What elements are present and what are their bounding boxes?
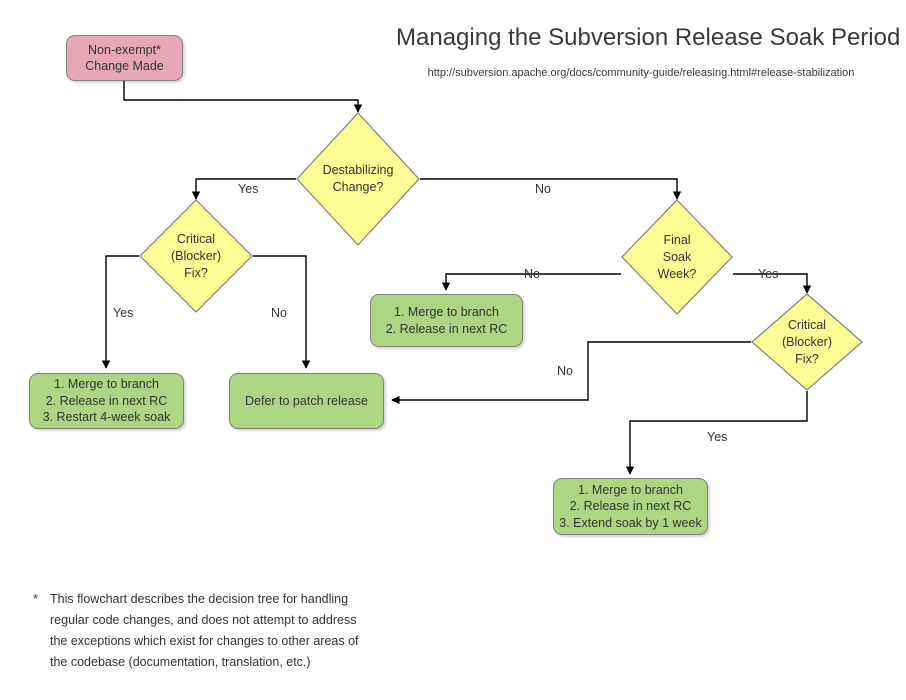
node-line: 1. Merge to branch bbox=[54, 377, 159, 392]
footnote-line: This flowchart describes the decision tr… bbox=[50, 592, 349, 606]
diamond-shape bbox=[751, 293, 863, 391]
edge-label-critical-left-yes: Yes bbox=[113, 306, 134, 320]
node-line: Defer to patch release bbox=[245, 393, 368, 408]
node-line: 3. Extend soak by 1 week bbox=[559, 515, 702, 530]
edge-label-final-soak-no: No bbox=[524, 267, 540, 281]
node-line: Soak bbox=[662, 249, 692, 264]
edge-start-to-destabilizing bbox=[123, 81, 363, 113]
node-line: 1. Merge to branch bbox=[578, 482, 683, 497]
footnote-line: regular code changes, and does not attem… bbox=[50, 613, 357, 627]
node-merge-release-extend-soak[interactable]: 1. Merge to branch 2. Release in next RC… bbox=[553, 478, 708, 535]
node-line: 1. Merge to branch bbox=[394, 305, 499, 319]
node-line: 2. Release in next RC bbox=[45, 393, 168, 408]
edge-label-final-soak-yes: Yes bbox=[758, 267, 779, 281]
edge-label-destabilizing-yes: Yes bbox=[238, 182, 259, 196]
edge-label-critical-left-no: No bbox=[271, 306, 287, 320]
node-critical-blocker-fix-right[interactable]: Critical (Blocker) Fix? bbox=[751, 293, 863, 391]
node-line: 2. Release in next RC bbox=[569, 499, 692, 514]
diamond-shape bbox=[139, 199, 253, 313]
node-line: Fix? bbox=[795, 351, 819, 366]
footnote-line: the exceptions which exist for changes t… bbox=[50, 634, 359, 648]
node-line: Non-exempt* bbox=[88, 42, 161, 57]
node-line: Week? bbox=[657, 266, 697, 281]
node-merge-release[interactable]: 1. Merge to branch 2. Release in next RC bbox=[370, 294, 523, 347]
footnote: * This flowchart describes the decision … bbox=[33, 589, 463, 673]
page-title: Managing the Subversion Release Soak Per… bbox=[396, 24, 901, 51]
edge-label-destabilizing-no: No bbox=[535, 182, 551, 196]
footnote-marker: * bbox=[33, 592, 38, 606]
node-destabilizing-change[interactable]: Destabilizing Change? bbox=[296, 112, 420, 246]
node-line: Critical bbox=[787, 317, 827, 332]
node-line: 3. Restart 4-week soak bbox=[42, 410, 171, 425]
node-line: Fix? bbox=[184, 265, 208, 280]
diamond-shape bbox=[621, 199, 733, 315]
node-line: 2. Release in next RC bbox=[385, 321, 508, 336]
node-line: Critical bbox=[176, 231, 216, 246]
source-url: http://subversion.apache.org/docs/commun… bbox=[427, 67, 855, 79]
node-line: Change? bbox=[332, 180, 384, 194]
node-defer-to-patch-release[interactable]: Defer to patch release bbox=[229, 373, 384, 429]
node-line: (Blocker) bbox=[170, 248, 221, 263]
node-line: Final bbox=[663, 232, 691, 247]
footnote-line: the codebase (documentation, translation… bbox=[50, 655, 311, 669]
node-non-exempt-change-made[interactable]: Non-exempt* Change Made bbox=[66, 35, 183, 81]
node-line: Destabilizing bbox=[322, 163, 394, 177]
edge-label-critical-right-yes: Yes bbox=[707, 430, 728, 444]
node-line: (Blocker) bbox=[781, 334, 832, 349]
node-final-soak-week[interactable]: Final Soak Week? bbox=[621, 199, 733, 315]
node-merge-release-restart-soak[interactable]: 1. Merge to branch 2. Release in next RC… bbox=[29, 373, 184, 429]
diamond-shape bbox=[296, 112, 420, 246]
node-line: Change Made bbox=[85, 59, 164, 73]
edge-label-critical-right-no: No bbox=[557, 364, 573, 378]
node-critical-blocker-fix-left[interactable]: Critical (Blocker) Fix? bbox=[139, 199, 253, 313]
